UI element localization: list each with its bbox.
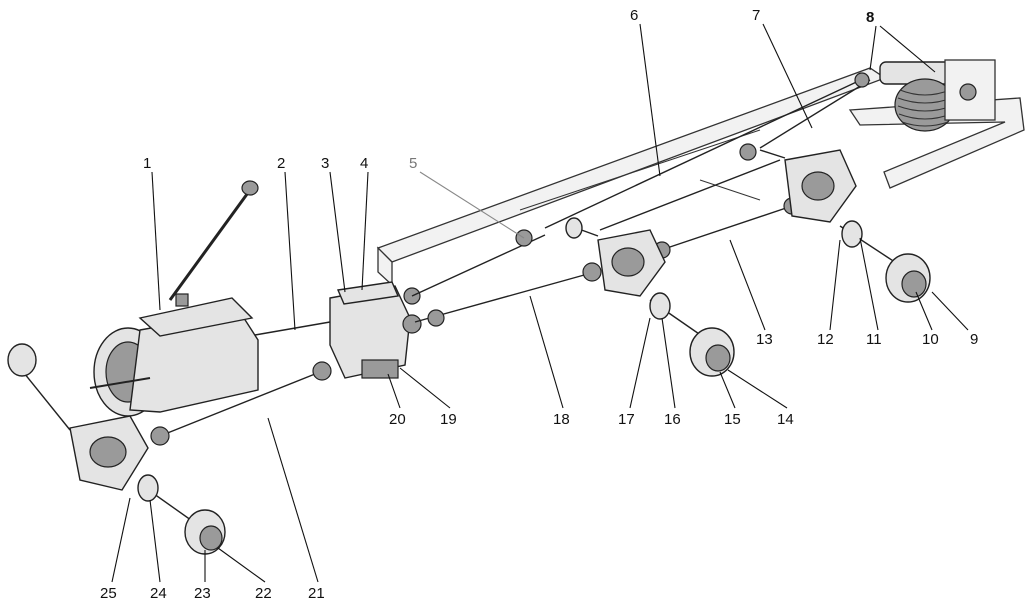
callout-9: 9 bbox=[970, 331, 978, 348]
shaft-13 bbox=[653, 197, 801, 259]
callout-3: 3 bbox=[321, 155, 329, 172]
middle-axle bbox=[565, 217, 735, 377]
callout-5: 5 bbox=[409, 155, 417, 172]
callout-1: 1 bbox=[143, 155, 151, 172]
shaft-rear-upper bbox=[599, 159, 781, 231]
winch bbox=[879, 59, 996, 132]
transfer-case bbox=[329, 281, 422, 379]
callout-21: 21 bbox=[308, 585, 325, 602]
front-axle bbox=[7, 343, 226, 555]
shaft-18 bbox=[414, 262, 602, 327]
callout-10: 10 bbox=[922, 331, 939, 348]
callout-25: 25 bbox=[100, 585, 117, 602]
callout-13: 13 bbox=[756, 331, 773, 348]
shaft-2 bbox=[254, 321, 331, 336]
callout-12: 12 bbox=[817, 331, 834, 348]
callout-16: 16 bbox=[664, 411, 681, 428]
callout-15: 15 bbox=[724, 411, 741, 428]
rear-axle bbox=[759, 149, 931, 303]
shaft-5 bbox=[411, 229, 546, 297]
shaft-21 bbox=[150, 361, 332, 446]
callout-22: 22 bbox=[255, 585, 272, 602]
callout-4: 4 bbox=[360, 155, 368, 172]
callout-8: 8 bbox=[866, 9, 874, 26]
callout-19: 19 bbox=[440, 411, 457, 428]
winch-shafts bbox=[544, 72, 871, 229]
callout-18: 18 bbox=[553, 411, 570, 428]
leader-lines bbox=[111, 23, 969, 583]
callout-labels: 1 2 3 4 5 6 7 8 9 10 11 12 13 14 15 16 1… bbox=[100, 7, 978, 602]
callout-11: 11 bbox=[866, 331, 882, 348]
callout-14: 14 bbox=[777, 411, 794, 428]
callout-17: 17 bbox=[618, 411, 635, 428]
callout-24: 24 bbox=[150, 585, 167, 602]
callout-7: 7 bbox=[752, 7, 760, 24]
callout-2: 2 bbox=[277, 155, 285, 172]
gearbox bbox=[89, 180, 259, 417]
callout-20: 20 bbox=[389, 411, 406, 428]
callout-6: 6 bbox=[630, 7, 638, 24]
callout-23: 23 bbox=[194, 585, 211, 602]
